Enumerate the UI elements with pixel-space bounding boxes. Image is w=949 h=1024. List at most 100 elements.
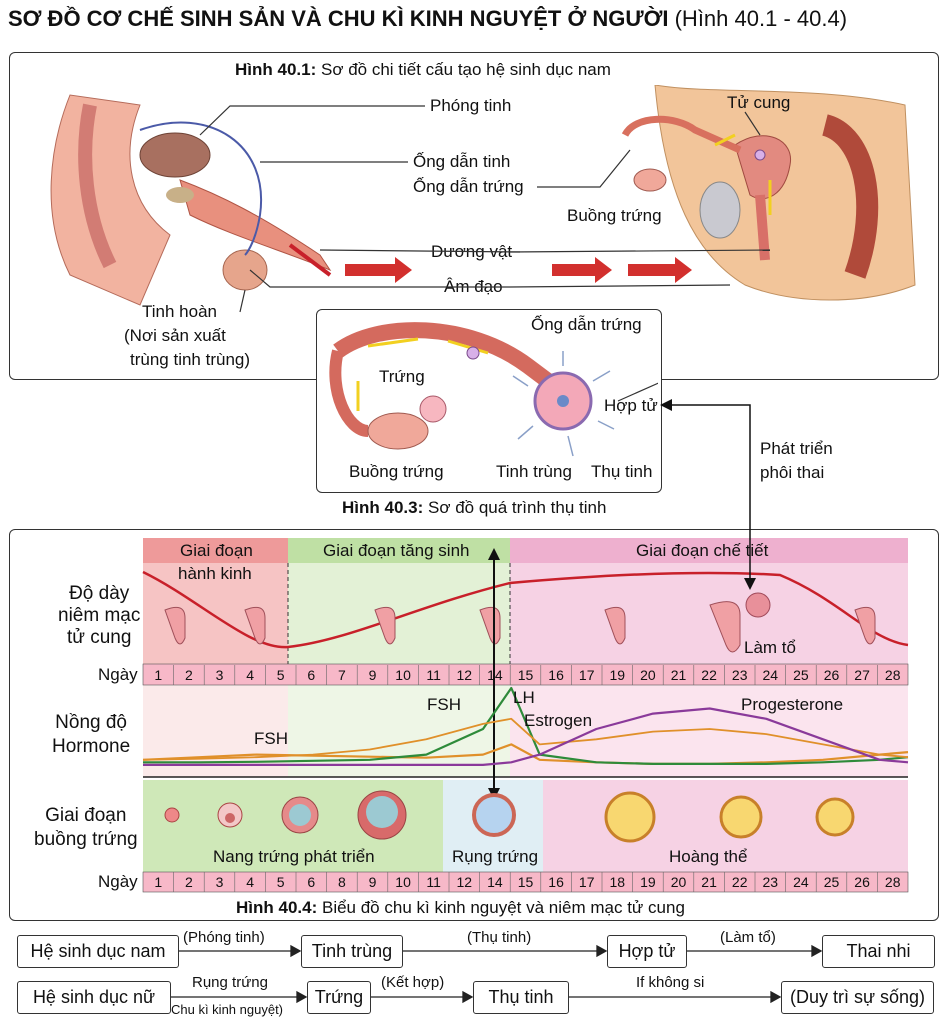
fig3-label-tinh-trung: Tinh trùng bbox=[496, 462, 572, 481]
phase-secretory: Giai đoạn chế tiết bbox=[636, 541, 769, 560]
day-tick: 19 bbox=[610, 667, 626, 683]
flow-box-zygote: Hợp tử bbox=[607, 935, 687, 968]
day-tick: 11 bbox=[426, 874, 441, 890]
day-tick: 28 bbox=[885, 667, 901, 683]
label-tinh-hoan-note1: (Nơi sản xuất bbox=[124, 326, 226, 345]
day-tick: 22 bbox=[701, 667, 717, 683]
day-tick: 20 bbox=[671, 874, 687, 890]
page-title: SƠ ĐỒ CƠ CHẾ SINH SẢN VÀ CHU KÌ KINH NGU… bbox=[8, 6, 848, 31]
day-tick: 28 bbox=[885, 874, 901, 890]
day-tick: 15 bbox=[518, 667, 534, 683]
day-tick: 12 bbox=[457, 667, 473, 683]
day-tick: 14 bbox=[487, 874, 503, 890]
annotation-fsh: FSH bbox=[427, 695, 461, 714]
label-ong-dan-trung: Ống dẫn trứng bbox=[413, 177, 524, 196]
day-tick: 16 bbox=[548, 874, 564, 890]
fig3-label-ong-dan-trung: Ống dẫn trứng bbox=[531, 315, 642, 334]
day-tick: 21 bbox=[671, 667, 687, 683]
day-tick: 11 bbox=[426, 667, 441, 683]
figure-40-3-caption: Hình 40.3: Sơ đồ quá trình thụ tinh bbox=[342, 498, 607, 517]
day-tick: 21 bbox=[701, 874, 717, 890]
fertilization-illustration bbox=[329, 322, 658, 457]
day-tick: 16 bbox=[548, 667, 564, 683]
hormone-line-estrogen bbox=[142, 717, 909, 761]
row-label-day-top: Ngày bbox=[98, 665, 138, 684]
day-tick: 24 bbox=[793, 874, 809, 890]
day-tick: 3 bbox=[216, 874, 224, 890]
hormone-line-progesterone bbox=[143, 707, 909, 766]
day-tick: 15 bbox=[518, 874, 534, 890]
annotation-lam-to: Làm tổ bbox=[744, 638, 796, 657]
day-tick: 4 bbox=[246, 874, 254, 890]
day-tick: 3 bbox=[216, 667, 224, 683]
day-tick: 22 bbox=[732, 874, 748, 890]
day-tick: 10 bbox=[395, 874, 411, 890]
fig3-label-thu-tinh: Thụ tinh bbox=[591, 462, 653, 481]
flow-box-egg: Trứng bbox=[307, 981, 371, 1014]
side-note-line2: phôi thai bbox=[760, 463, 825, 482]
day-tick: 26 bbox=[824, 667, 840, 683]
day-tick: 7 bbox=[338, 667, 346, 683]
fig3-label-trung: Trứng bbox=[379, 367, 425, 386]
day-tick: 6 bbox=[307, 874, 315, 890]
day-tick: 25 bbox=[793, 667, 809, 683]
day-tick: 26 bbox=[854, 874, 870, 890]
flow-edge-ejaculation: (Phóng tinh) bbox=[183, 929, 265, 946]
flow-edge-fertilization: (Thụ tinh) bbox=[467, 929, 532, 946]
flow-edge-implantation: (Làm tổ) bbox=[720, 929, 776, 946]
side-note-line1: Phát triển bbox=[760, 439, 833, 458]
label-phong-tinh: Phóng tinh bbox=[430, 96, 512, 115]
flow-edge-ovulation: Rụng trứng bbox=[192, 974, 268, 991]
figure-40-4-caption: Hình 40.4: Biểu đồ chu kì kinh nguyệt và… bbox=[236, 898, 685, 917]
flow-box-sperm: Tinh trùng bbox=[301, 935, 403, 968]
day-tick: 10 bbox=[395, 667, 411, 683]
day-tick: 9 bbox=[369, 874, 377, 890]
fig3-label-hop-tu: Hợp tử bbox=[604, 396, 658, 415]
annotation-rung-trung: Rụng trứng bbox=[452, 847, 539, 866]
flow-arrows bbox=[170, 944, 823, 1004]
day-tick: 25 bbox=[824, 874, 840, 890]
day-tick: 8 bbox=[338, 874, 346, 890]
day-tick: 2 bbox=[185, 667, 193, 683]
flow-edge-combine: (Kết hợp) bbox=[381, 974, 445, 991]
day-tick: 5 bbox=[277, 874, 285, 890]
fig3-label-buong-trung: Buồng trứng bbox=[349, 462, 444, 481]
label-ong-dan-tinh: Ống dẫn tinh bbox=[413, 152, 511, 171]
flow-box-male-system: Hệ sinh dục nam bbox=[17, 935, 179, 968]
phase-menstrual-line1: Giai đoạn bbox=[180, 541, 253, 560]
figure-40-1-caption: Hình 40.1: Sơ đồ chi tiết cấu tạo hệ sin… bbox=[235, 60, 611, 79]
day-tick: 2 bbox=[185, 874, 193, 890]
day-tick: 23 bbox=[763, 874, 779, 890]
day-tick: 17 bbox=[579, 874, 595, 890]
label-tinh-hoan-note2: trùng tinh trùng) bbox=[130, 350, 251, 369]
label-tu-cung: Tử cung bbox=[727, 93, 791, 112]
day-tick: 19 bbox=[640, 874, 656, 890]
flow-box-female-system: Hệ sinh dục nữ bbox=[17, 981, 171, 1014]
day-tick: 12 bbox=[457, 874, 473, 890]
annotation-lh: LH bbox=[513, 688, 535, 707]
day-tick: 4 bbox=[246, 667, 254, 683]
annotation-fsh-left: FSH bbox=[254, 729, 288, 748]
label-buong-trung: Buồng trứng bbox=[567, 206, 662, 225]
female-anatomy-illustration bbox=[621, 85, 916, 301]
day-tick: 27 bbox=[854, 667, 870, 683]
flow-edge-if-not: If không si bbox=[636, 974, 705, 991]
day-tick: 23 bbox=[732, 667, 748, 683]
day-tick: 18 bbox=[610, 874, 626, 890]
hormone-line-lh bbox=[143, 686, 909, 765]
day-tick: 20 bbox=[640, 667, 656, 683]
day-tick: 6 bbox=[307, 667, 315, 683]
annotation-progesterone: Progesterone bbox=[741, 695, 844, 714]
row-label-day-bottom: Ngày bbox=[98, 872, 138, 891]
male-anatomy-illustration bbox=[50, 94, 332, 306]
annotation-hoang-the: Hoàng thể bbox=[669, 847, 748, 866]
day-tick: 1 bbox=[154, 874, 162, 890]
day-tick: 1 bbox=[154, 667, 162, 683]
day-tick: 17 bbox=[579, 667, 595, 683]
day-tick: 24 bbox=[763, 667, 779, 683]
flow-box-fertilization: Thụ tinh bbox=[473, 981, 569, 1014]
